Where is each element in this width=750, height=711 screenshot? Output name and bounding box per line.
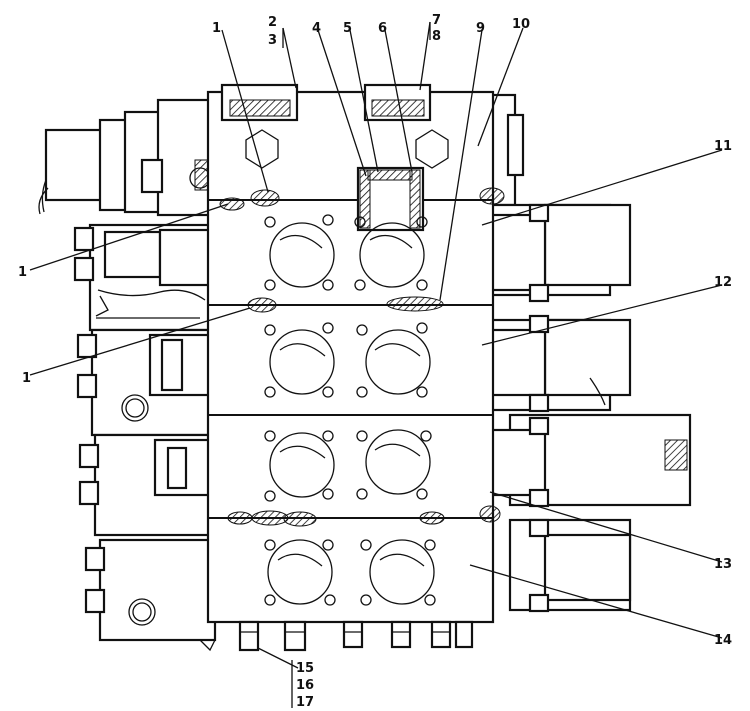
callout-9: 9	[476, 21, 485, 36]
callout-15: 15	[296, 661, 314, 676]
callout-17: 17	[296, 695, 314, 710]
spool-bores	[267, 222, 435, 605]
callout-8: 8	[432, 29, 441, 44]
callout-16: 16	[296, 678, 314, 693]
o-ring-seals	[219, 187, 505, 527]
callout-4: 4	[312, 21, 321, 36]
callout-labels: 1 2 3 4 5 6 7 8 9 10 11 1 12 1 13 14 15 …	[18, 13, 732, 710]
callout-6: 6	[378, 21, 387, 36]
callout-3: 3	[268, 33, 277, 48]
callout-13: 13	[714, 557, 732, 572]
callout-10: 10	[512, 17, 530, 32]
callout-11: 11	[714, 139, 732, 154]
callout-1-top: 1	[212, 21, 221, 36]
left-solenoid-housings	[38, 98, 217, 652]
callout-5: 5	[343, 21, 352, 36]
callout-2: 2	[268, 15, 277, 30]
leader-lines	[29, 21, 723, 708]
right-solenoid-housings	[488, 93, 692, 613]
main-valve-body	[206, 83, 495, 624]
callout-14: 14	[714, 633, 732, 648]
callout-1-left-upper: 1	[18, 265, 27, 280]
bottom-fittings	[238, 620, 474, 652]
callout-1-left-lower: 1	[22, 371, 31, 386]
callout-12: 12	[714, 275, 732, 290]
callout-7: 7	[432, 13, 441, 28]
mounting-bolts	[264, 214, 436, 606]
